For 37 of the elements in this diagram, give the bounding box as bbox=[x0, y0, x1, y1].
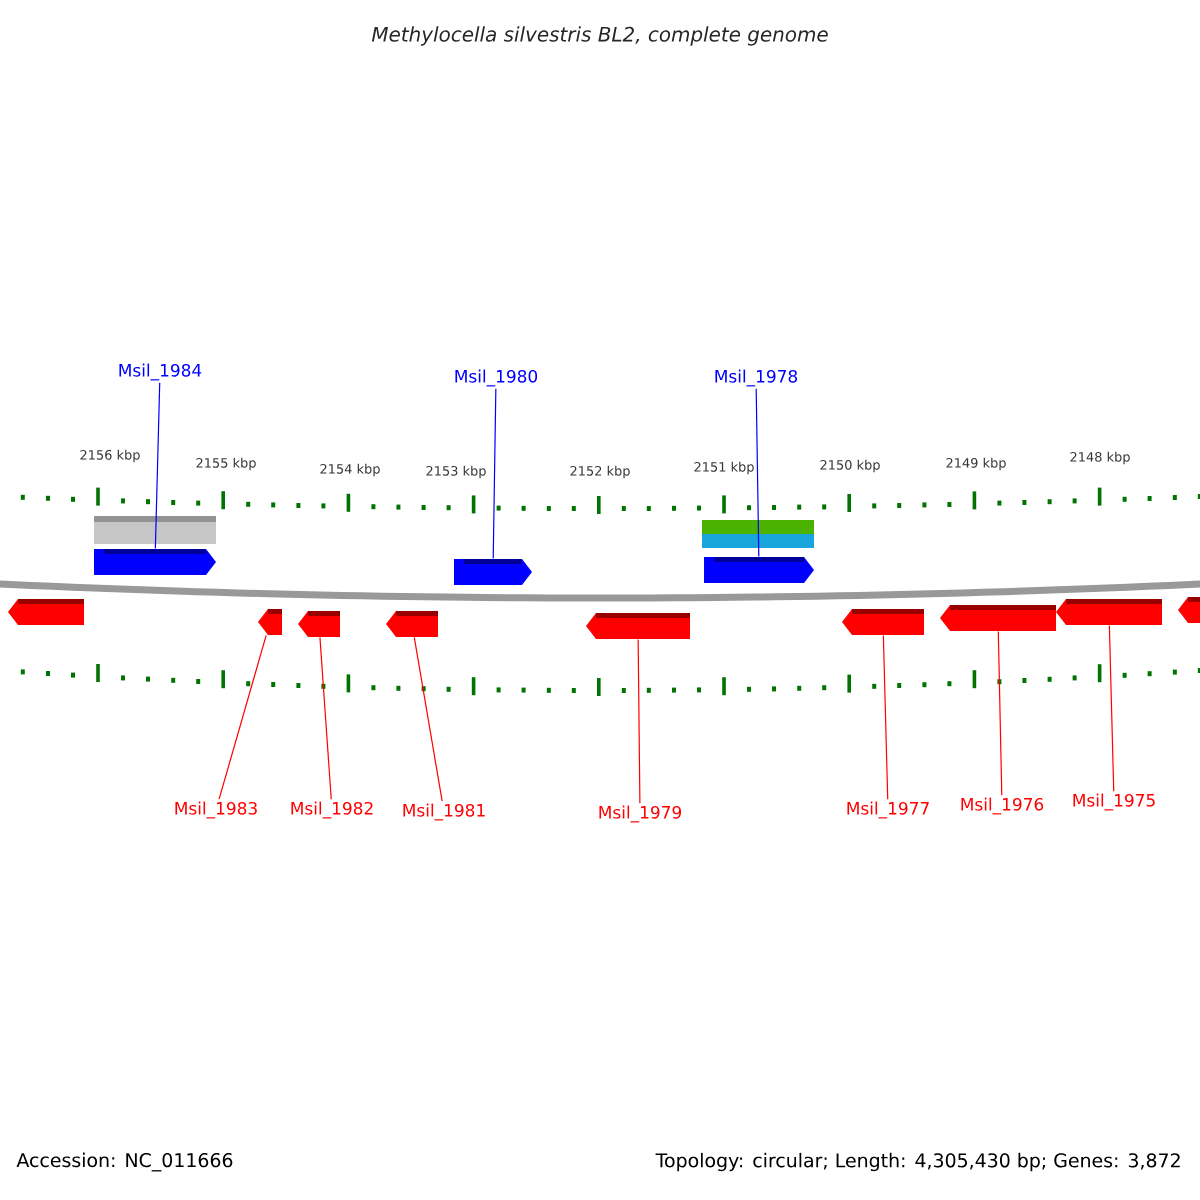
leader-line bbox=[413, 636, 443, 802]
leader-line bbox=[319, 636, 332, 800]
gene-label: Msil_1981 bbox=[403, 803, 485, 821]
gene-feature bbox=[940, 605, 1056, 631]
gene-label: Msil_1982 bbox=[291, 801, 373, 819]
footer-text: Topology: circular; Length: 4,305,430 bp; Genes: 3,872 bbox=[655, 1152, 1180, 1172]
leader-line bbox=[492, 388, 497, 560]
gene-label: Msil_1979 bbox=[599, 805, 682, 823]
gene-feature bbox=[258, 609, 282, 635]
title: Methylocella silvestris BL2, complete genome bbox=[371, 26, 828, 46]
gene-feature bbox=[454, 559, 532, 585]
leader-line bbox=[997, 630, 1003, 796]
gene-feature bbox=[1178, 597, 1200, 623]
leader-line bbox=[218, 634, 267, 800]
gene-feature bbox=[1056, 599, 1162, 625]
leader-line bbox=[637, 638, 641, 804]
gene-label: Msil_1983 bbox=[175, 801, 257, 819]
leader-line bbox=[154, 382, 161, 550]
gene-label: Msil_1984 bbox=[119, 363, 202, 381]
gene-label: Msil_1977 bbox=[847, 801, 929, 819]
gene-feature bbox=[704, 557, 814, 583]
gene-label: Msil_1975 bbox=[1073, 793, 1155, 811]
feature-bar bbox=[94, 516, 216, 544]
gene-feature bbox=[298, 611, 340, 637]
gene-feature bbox=[386, 611, 438, 637]
gene-label: Msil_1978 bbox=[715, 369, 798, 387]
gene-feature bbox=[94, 549, 216, 575]
gene-feature bbox=[586, 613, 690, 639]
gene-feature bbox=[8, 599, 84, 625]
leader-line bbox=[1108, 624, 1115, 792]
leader-line bbox=[882, 634, 889, 800]
feature-bar bbox=[702, 520, 814, 548]
footer-text: Accession: NC_011666 bbox=[16, 1152, 233, 1172]
gene-label: Msil_1980 bbox=[455, 369, 538, 387]
gene-feature bbox=[842, 609, 924, 635]
leader-line bbox=[755, 388, 760, 558]
gene-label: Msil_1976 bbox=[961, 797, 1044, 815]
